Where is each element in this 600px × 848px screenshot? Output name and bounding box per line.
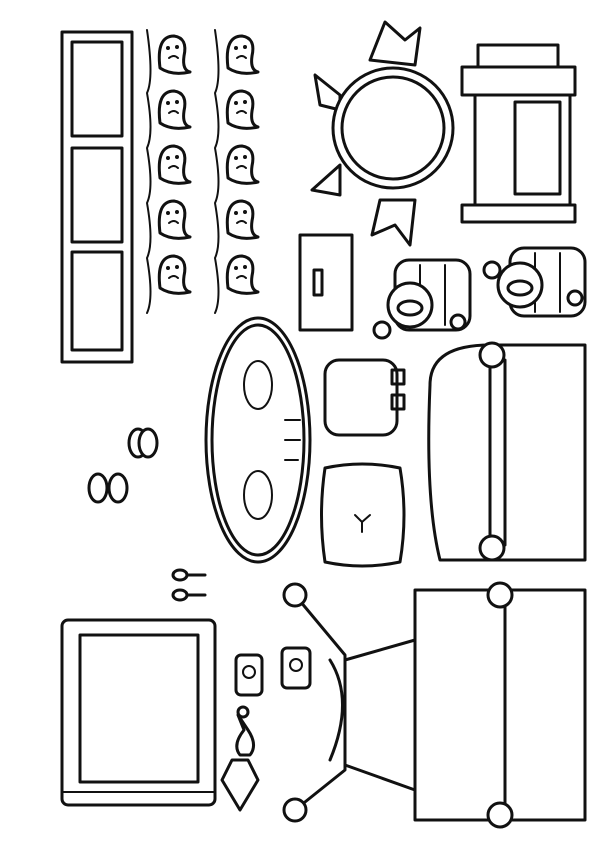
- fireplace: [460, 43, 577, 224]
- baby-crib-left: [372, 258, 472, 340]
- ghost-icon: [225, 34, 260, 75]
- ghost-icon: [225, 199, 260, 240]
- cushion: [320, 462, 406, 568]
- phone-left: [234, 653, 264, 697]
- ghost-icon: [157, 144, 192, 185]
- ghost-icon: [225, 144, 260, 185]
- rings: [87, 472, 129, 504]
- television: [60, 618, 217, 807]
- ghost-icon: [225, 254, 260, 295]
- garland-string: [213, 29, 220, 314]
- ghost-icon: [157, 199, 192, 240]
- bookshelf: [60, 30, 134, 364]
- ghost-icon: [157, 254, 192, 295]
- oval-table: [204, 316, 312, 564]
- small-box: [298, 233, 354, 332]
- brushes: [171, 568, 207, 602]
- ghost-icon: [225, 89, 260, 130]
- ghost-garland-right: [213, 29, 260, 314]
- baby-crib-right: [482, 246, 587, 318]
- ghost-icon: [157, 89, 192, 130]
- bottle: [235, 705, 255, 757]
- lamp: [220, 758, 260, 812]
- phone-right: [280, 646, 312, 690]
- garland-string: [145, 29, 152, 314]
- macarons: [127, 427, 159, 459]
- ghost-icon: [157, 34, 192, 75]
- round-mirror: [310, 20, 455, 247]
- ghost-garland-left: [145, 29, 192, 314]
- sofa: [427, 341, 587, 562]
- bed: [282, 581, 587, 829]
- ottoman: [323, 358, 406, 437]
